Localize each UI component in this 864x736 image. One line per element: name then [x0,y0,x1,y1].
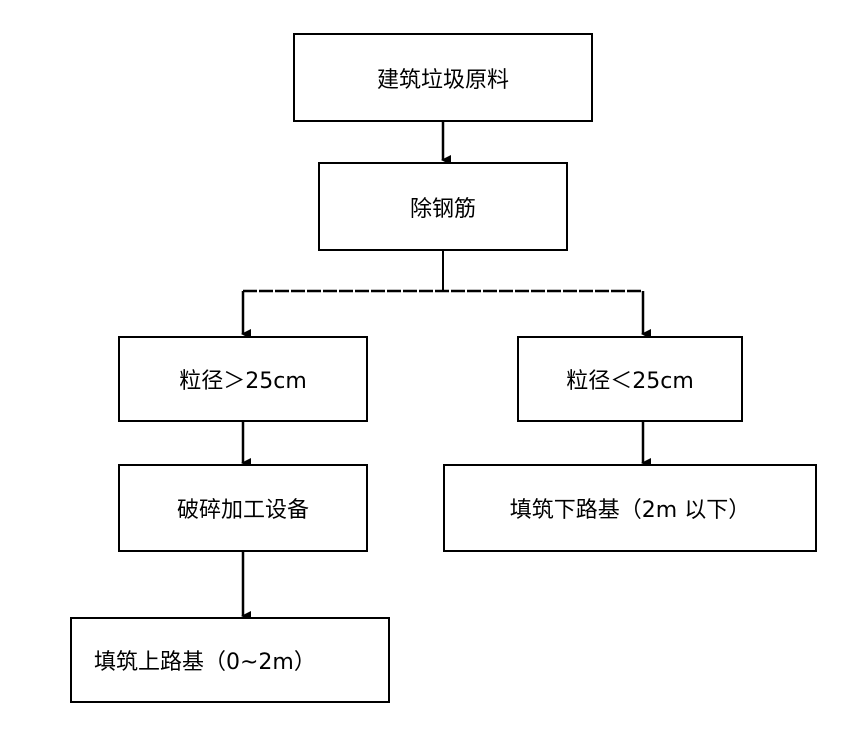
node-fill-upper: 填筑上路基（0~2m） [70,617,390,703]
node-size-large: 粒径＞25cm [118,336,368,422]
node-remove-rebar: 除钢筋 [318,162,568,251]
node-fill-lower: 填筑下路基（2m 以下） [443,464,817,552]
node-crushing: 破碎加工设备 [118,464,368,552]
node-raw-material: 建筑垃圾原料 [293,33,593,122]
node-size-small: 粒径＜25cm [517,336,743,422]
